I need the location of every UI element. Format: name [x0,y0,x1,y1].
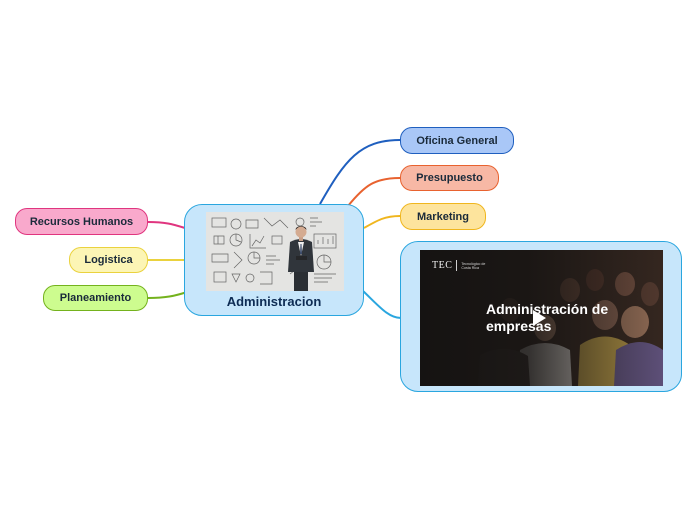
topic-presupuesto[interactable]: Presupuesto [400,165,499,191]
tec-logo: TEC Tecnológico de Costa Rica [432,260,487,271]
topic-oficina-general[interactable]: Oficina General [400,127,514,154]
topic-marketing-label: Marketing [417,210,469,223]
central-topic-title: Administracion [226,294,322,309]
play-icon[interactable] [533,310,546,326]
video-title: Administración de empresas [486,301,609,334]
connector-recursos [147,221,186,229]
business-sketch-image [206,212,344,291]
businessman-figure [288,226,314,291]
topic-recursos-humanos-label: Recursos Humanos [29,215,134,228]
video-thumbnail[interactable]: TEC Tecnológico de Costa Rica Administra… [420,250,663,386]
topic-logistica-label: Logistica [84,254,133,266]
topic-marketing[interactable]: Marketing [400,203,486,230]
tec-logo-divider [456,260,458,271]
connector-oficina [319,139,401,205]
tec-logo-text: Tecnológico de Costa Rica [461,261,486,270]
topic-presupuesto-label: Presupuesto [416,172,483,184]
connector-video [361,289,402,319]
tec-logo-mark: TEC [432,260,453,271]
topic-logistica[interactable]: Logistica [69,247,148,273]
connector-presupuesto [347,177,401,207]
topic-recursos-humanos[interactable]: Recursos Humanos [15,208,148,235]
connector-planeamiento [147,291,188,299]
topic-planeamiento-label: Planeamiento [59,292,132,304]
topic-planeamiento[interactable]: Planeamiento [43,285,148,311]
video-topic-node[interactable]: TEC Tecnológico de Costa Rica Administra… [400,241,682,392]
connector-marketing [363,215,401,229]
central-topic[interactable]: Administracion [184,204,364,316]
topic-oficina-general-label: Oficina General [416,134,498,147]
